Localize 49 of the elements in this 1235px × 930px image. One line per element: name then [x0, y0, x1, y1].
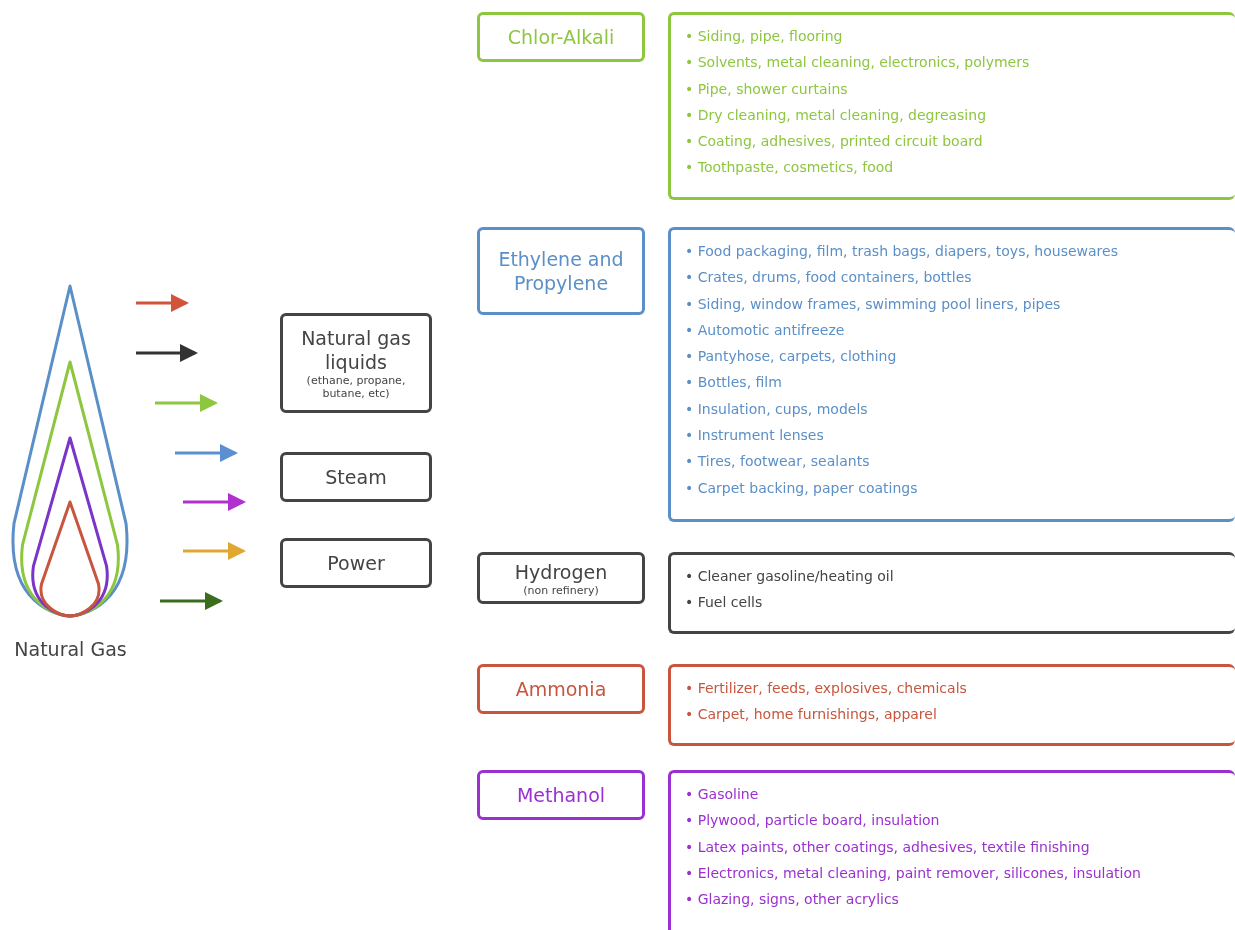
list-item: • Electronics, metal cleaning, paint remover, silicones, insulation	[685, 863, 1142, 883]
list-item: • Pipe, shower curtains	[685, 79, 849, 99]
list-item: • Toothpaste, cosmetics, food	[685, 158, 895, 178]
category-title: Power	[326, 551, 386, 575]
category-note: (ethane, propane, butane, etc)	[305, 374, 407, 400]
list-item: • Fuel cells	[685, 593, 764, 613]
category-box	[280, 538, 432, 588]
list-item: • Insulation, cups, models	[685, 399, 869, 419]
list-item: • Glazing, signs, other acrylics	[685, 890, 900, 910]
list-item: • Tires, footwear, sealants	[685, 452, 871, 472]
list-item: • Carpet backing, paper coatings	[685, 478, 919, 498]
category-note: (non refinery)	[522, 583, 600, 597]
category-box	[280, 452, 432, 502]
list-item: • Dry cleaning, metal cleaning, degreasing	[685, 105, 987, 125]
list-item: • Fertilizer, feeds, explosives, chemicals	[685, 679, 968, 698]
flame-label: Natural Gas	[13, 637, 128, 661]
category-box	[477, 227, 645, 315]
list-item: • Siding, window frames, swimming pool liners, pipes	[685, 294, 1062, 314]
category-title: Methanol	[515, 783, 607, 807]
list-item: • Pantyhose, carpets, clothing	[685, 347, 898, 367]
list-item: • Coating, adhesives, printed circuit board	[685, 132, 984, 152]
category-title: Hydrogen	[513, 559, 609, 584]
list-item: • Siding, pipe, flooring	[685, 27, 844, 46]
list-item: • Automotic antifreeze	[685, 320, 846, 340]
list-item: • Crates, drums, food containers, bottles	[685, 268, 973, 288]
category-box	[280, 313, 432, 413]
category-box	[477, 770, 645, 820]
list-item: • Latex paints, other coatings, adhesives, textile finishing	[685, 837, 1091, 857]
list-item: • Plywood, particle board, insulation	[685, 811, 941, 831]
list-item: • Carpet, home furnishings, apparel	[685, 705, 938, 725]
bullet-list-box	[668, 227, 1235, 522]
list-item: • Cleaner gasoline/heating oil	[685, 567, 895, 586]
list-item: • Gasoline	[685, 785, 760, 804]
bullet-list-box	[668, 552, 1235, 634]
list-item: • Solvents, metal cleaning, electronics, polymers	[685, 53, 1031, 73]
list-item: • Instrument lenses	[685, 426, 825, 446]
category-box	[477, 664, 645, 714]
bullet-list-box	[668, 770, 1235, 930]
category-box	[477, 12, 645, 62]
bullet-list-box	[668, 664, 1235, 746]
bullet-list-box	[668, 12, 1235, 200]
category-box	[477, 552, 645, 604]
list-item: • Bottles, film	[685, 373, 783, 393]
category-title: Ammonia	[514, 677, 608, 701]
list-item: • Food packaging, film, trash bags, diapers, toys, housewares	[685, 242, 1119, 261]
category-title: Chlor-Alkali	[506, 25, 616, 49]
category-title: Natural gas liquids	[300, 326, 412, 374]
category-title: Steam	[324, 465, 388, 489]
category-title: Ethylene and Propylene	[497, 247, 625, 295]
